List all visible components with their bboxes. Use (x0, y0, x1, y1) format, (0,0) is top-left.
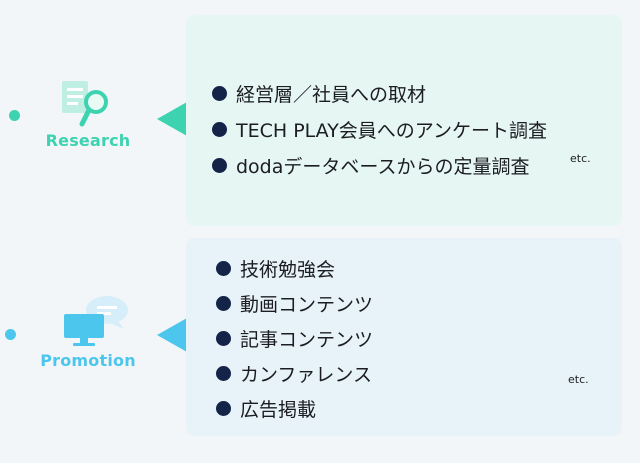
promotion-etc: etc. (568, 373, 589, 386)
document-magnifier-icon (62, 81, 108, 127)
research-item: dodaデータベースからの定量調査 (212, 147, 547, 183)
bullet-icon (212, 121, 227, 137)
research-item-list: 経営層／社員への取材 TECH PLAY会員へのアンケート調査 dodaデータベ… (212, 75, 547, 183)
promotion-item: 広告掲載 (216, 391, 373, 426)
promotion-dot (5, 329, 16, 340)
bullet-icon (212, 85, 227, 101)
research-item: 経営層／社員への取材 (212, 75, 547, 111)
research-etc: etc. (570, 152, 591, 165)
promotion-item: 動画コンテンツ (216, 286, 373, 321)
bullet-icon (216, 331, 231, 346)
bullet-icon (212, 157, 227, 173)
research-dot (9, 110, 20, 121)
bullet-icon (216, 261, 231, 276)
research-item: TECH PLAY会員へのアンケート調査 (212, 111, 547, 147)
research-pointer (157, 102, 187, 136)
bullet-icon (216, 366, 231, 381)
monitor-speech-bubble-icon (64, 296, 128, 346)
bullet-icon (216, 401, 231, 416)
research-label: Research (45, 131, 131, 150)
promotion-item-list: 技術勉強会 動画コンテンツ 記事コンテンツ カンファレンス 広告掲載 (216, 251, 373, 426)
bullet-icon (216, 296, 231, 311)
promotion-pointer (157, 318, 187, 352)
promotion-label: Promotion (40, 351, 136, 370)
promotion-item: カンファレンス (216, 356, 373, 391)
promotion-item: 記事コンテンツ (216, 321, 373, 356)
promotion-card: 技術勉強会 動画コンテンツ 記事コンテンツ カンファレンス 広告掲載 etc. (186, 238, 622, 436)
research-card: 経営層／社員への取材 TECH PLAY会員へのアンケート調査 dodaデータベ… (186, 15, 622, 226)
promotion-item: 技術勉強会 (216, 251, 373, 286)
